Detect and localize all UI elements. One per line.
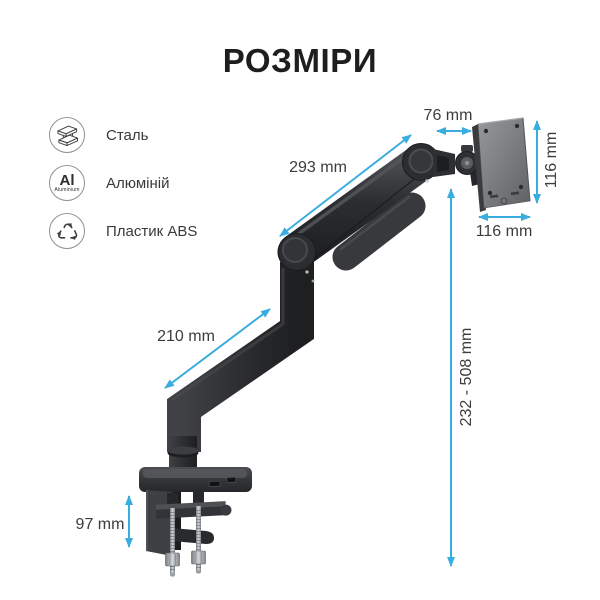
steel-beam-icon (49, 117, 85, 153)
material-item-abs: Пластик ABS (49, 213, 197, 249)
material-item-steel: Сталь (49, 117, 197, 153)
arm-screw-dot (305, 270, 309, 274)
steel-beam-glyph (56, 125, 78, 146)
material-item-aluminium: Al Aluminium Алюміній (49, 165, 197, 201)
base-plate (139, 467, 252, 492)
dimension-annotations: 76 mm 293 mm 116 mm 116 mm 210 mm 232 - … (76, 107, 560, 567)
page-title: РОЗМІРИ (222, 42, 378, 79)
dim-label-plate-height: 116 mm (543, 132, 560, 189)
recycle-icon (49, 213, 85, 249)
dimension-97mm: 97 mm (76, 495, 133, 548)
arm-screw-dot (425, 179, 429, 183)
dim-label-plate-width: 116 mm (476, 223, 533, 240)
dimension-293mm: 293 mm (279, 134, 412, 237)
arm-screw-dot (311, 279, 315, 283)
base-ports (208, 476, 237, 487)
dimension-210mm: 210 mm (157, 308, 271, 389)
material-label-steel: Сталь (106, 126, 149, 144)
dimension-height-range: 232 - 508 mm (447, 188, 475, 567)
aluminium-symbol: Al (59, 171, 75, 189)
material-label-aluminium: Алюміній (106, 174, 170, 192)
dim-label-head-depth: 76 mm (424, 107, 473, 124)
riser-pole (167, 436, 199, 470)
dim-label-clamp-height: 97 mm (76, 516, 125, 533)
dim-label-upper-arm: 293 mm (289, 159, 347, 176)
material-label-abs: Пластик ABS (106, 222, 198, 240)
lower-arm (167, 262, 314, 452)
dimension-116mm-width: 116 mm (476, 213, 533, 240)
dimension-116mm-height: 116 mm (533, 120, 560, 204)
aluminium-caption: Aluminium (54, 186, 80, 193)
dimension-76mm: 76 mm (424, 107, 473, 135)
vesa-screw-holes (483, 123, 524, 196)
vesa-plate (472, 117, 531, 212)
recycle-glyph (56, 222, 77, 240)
clamp-screw-right (191, 506, 206, 574)
dim-label-lower-arm: 210 mm (157, 328, 215, 345)
clamp-screw-left (165, 508, 180, 577)
materials-list: Сталь Al Aluminium Алюміній (49, 117, 197, 261)
aluminium-icon: Al Aluminium (49, 165, 85, 201)
dim-label-height-range: 232 - 508 mm (458, 328, 475, 427)
vesa-center-screw (500, 197, 508, 205)
vesa-head-joint (433, 145, 480, 186)
desk-clamp (146, 490, 232, 577)
